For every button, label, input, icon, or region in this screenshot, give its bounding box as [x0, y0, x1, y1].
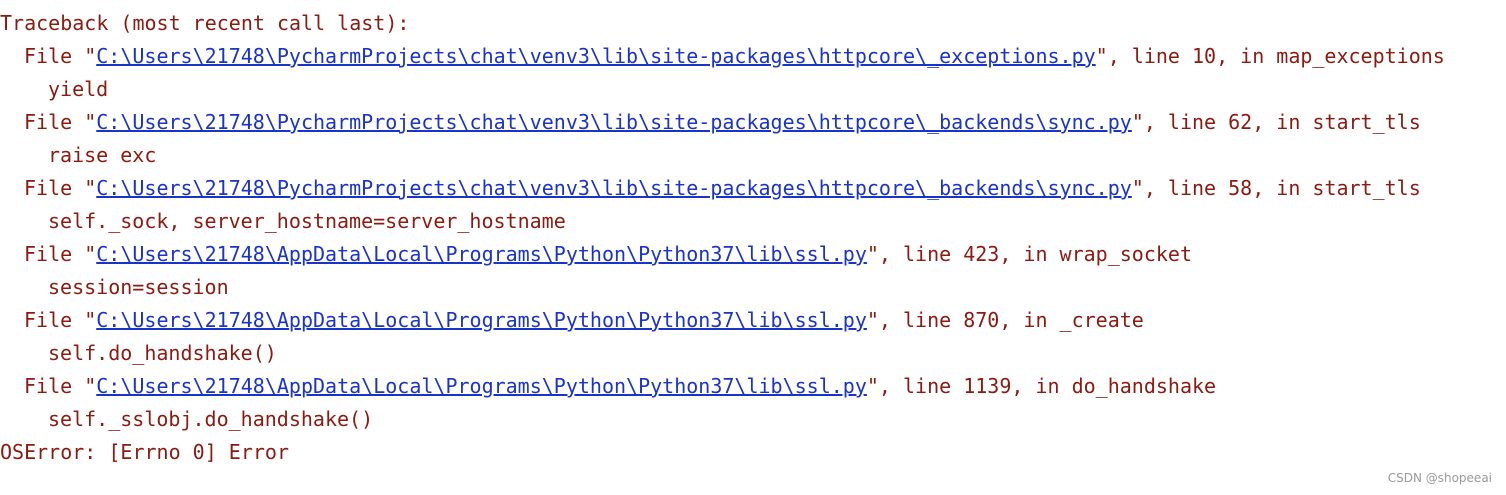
traceback-frame-file-line: File "C:\Users\21748\AppData\Local\Progr…: [0, 372, 1216, 400]
frame-prefix: File ": [24, 110, 97, 134]
frame-prefix: File ": [24, 176, 97, 200]
frame-suffix: ", line 870, in _create: [866, 308, 1144, 332]
frame-prefix: File ": [24, 374, 97, 398]
file-path-link[interactable]: C:\Users\21748\AppData\Local\Programs\Py…: [96, 374, 867, 398]
traceback-frame-code: yield: [48, 77, 109, 101]
frame-suffix: ", line 423, in wrap_socket: [866, 242, 1192, 266]
frame-prefix: File ": [24, 242, 97, 266]
frame-prefix: File ": [24, 44, 97, 68]
traceback-header: Traceback (most recent call last):: [0, 11, 410, 35]
traceback-frame-code: self.do_handshake(): [48, 341, 277, 365]
file-path-link[interactable]: C:\Users\21748\AppData\Local\Programs\Py…: [96, 308, 867, 332]
frame-suffix: ", line 1139, in do_handshake: [866, 374, 1217, 398]
file-path-link[interactable]: C:\Users\21748\PycharmProjects\chat\venv…: [96, 176, 1132, 200]
file-path-link[interactable]: C:\Users\21748\PycharmProjects\chat\venv…: [96, 44, 1096, 68]
frame-suffix: ", line 58, in start_tls: [1131, 176, 1421, 200]
frame-suffix: ", line 10, in map_exceptions: [1095, 44, 1445, 68]
file-path-link[interactable]: C:\Users\21748\PycharmProjects\chat\venv…: [96, 110, 1132, 134]
traceback-frame-code: self._sslobj.do_handshake(): [48, 407, 374, 431]
watermark: CSDN @shopeeai: [1387, 471, 1492, 485]
traceback-frame-file-line: File "C:\Users\21748\PycharmProjects\cha…: [0, 108, 1421, 136]
frame-suffix: ", line 62, in start_tls: [1131, 110, 1421, 134]
traceback-frame-file-line: File "C:\Users\21748\AppData\Local\Progr…: [0, 240, 1192, 268]
traceback-frame-file-line: File "C:\Users\21748\PycharmProjects\cha…: [0, 174, 1421, 202]
error-message: OSError: [Errno 0] Error: [0, 440, 289, 464]
traceback-frame-code: raise exc: [48, 143, 157, 167]
traceback-frame-file-line: File "C:\Users\21748\PycharmProjects\cha…: [0, 42, 1445, 70]
frame-prefix: File ": [24, 308, 97, 332]
file-path-link[interactable]: C:\Users\21748\AppData\Local\Programs\Py…: [96, 242, 867, 266]
traceback-frame-code: session=session: [48, 275, 229, 299]
traceback-frame-code: self._sock, server_hostname=server_hostn…: [48, 209, 566, 233]
traceback-frame-file-line: File "C:\Users\21748\AppData\Local\Progr…: [0, 306, 1144, 334]
